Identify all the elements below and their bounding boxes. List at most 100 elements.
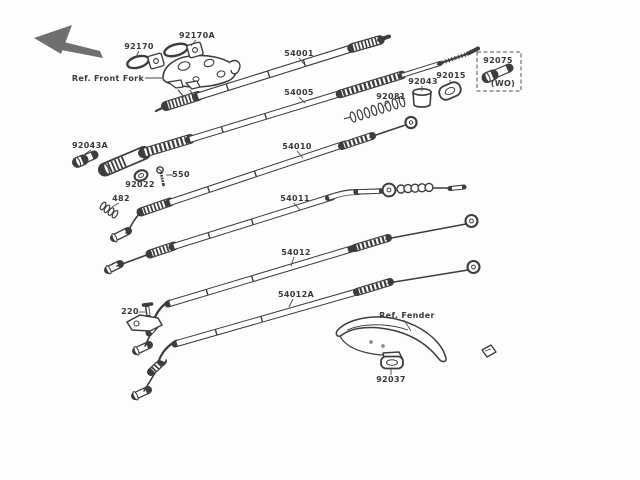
clamp-tab: [167, 79, 184, 89]
outer-casing: [192, 43, 360, 101]
label-54011: 54011: [280, 194, 310, 203]
ring-eyelet: [466, 259, 481, 275]
leader-54012A: [288, 298, 294, 308]
bracket-hole: [177, 61, 191, 71]
hatch-line: [189, 89, 195, 98]
clamp-tab: [185, 80, 201, 90]
label-482: 482: [112, 194, 130, 203]
fender-clip-line: [484, 348, 492, 352]
inner-wire-right: [385, 223, 467, 240]
front-fender: [335, 316, 497, 366]
barrel-tip: [132, 341, 153, 356]
leader-lines: [84, 39, 451, 375]
cable-54010: [110, 115, 418, 243]
leader-482: [111, 202, 120, 208]
outer-casing: [168, 188, 384, 251]
fender-outline: [335, 316, 447, 363]
label-ref-front-fork: Ref. Front Fork: [72, 74, 145, 83]
label-54012A: 54012A: [278, 290, 315, 299]
label-ref-fender: Ref. Fender: [379, 311, 435, 320]
clamp-92170: [126, 52, 165, 70]
elbow-ferrule: [138, 134, 195, 158]
inner-wire-right: [369, 124, 405, 138]
right-fitting: [351, 234, 392, 252]
ring-eyelet: [464, 213, 479, 229]
inner-wire-right: [387, 269, 469, 284]
cable-54001: [154, 34, 391, 113]
pin-92043A: [72, 150, 99, 168]
fender-rivet: [381, 344, 385, 348]
leader-92081: [383, 100, 390, 107]
leader-54012: [290, 256, 295, 267]
clamp-bracket-220: [126, 302, 163, 332]
label-92043A: 92043A: [72, 141, 109, 150]
end-nub: [377, 34, 391, 42]
label-92081: 92081: [376, 92, 406, 101]
front-fork-bracket: [126, 41, 241, 98]
label-54005: 54005: [284, 88, 314, 97]
bolt-shaft-hl: [146, 306, 150, 316]
washer-92022: [133, 169, 149, 182]
label-92170: 92170: [124, 42, 154, 51]
spring-482: [99, 201, 119, 219]
inner-wire: [143, 372, 156, 392]
label-54001: 54001: [284, 49, 314, 58]
adjuster-end: [397, 46, 480, 79]
clamp-92170A: [163, 41, 204, 59]
bracket-plate: [126, 314, 163, 332]
fender-clip: [481, 344, 497, 358]
barrel-tip: [131, 386, 152, 401]
fender-rivet: [369, 340, 373, 344]
cable-54011: [104, 182, 467, 275]
label-92015: 92015: [436, 71, 466, 80]
leader-54001: [298, 57, 305, 65]
right-ferrule: [347, 35, 385, 53]
outer-casing: [151, 243, 362, 329]
option-box-92075: [476, 51, 522, 92]
leader-ref-fender: [403, 319, 412, 332]
left-housing: [98, 146, 151, 177]
bolt-head: [141, 302, 154, 307]
cable-54012: [132, 213, 479, 356]
outer-casing: [157, 287, 364, 366]
label-550: 550: [172, 170, 190, 179]
cable-54012A: [131, 259, 481, 401]
leader-92043A: [84, 149, 92, 155]
label-92037: 92037: [376, 375, 406, 384]
dashed-option-box: [476, 51, 522, 92]
label-92170A: 92170A: [179, 31, 216, 40]
bracket-curl: [229, 59, 241, 75]
leader-54005: [298, 96, 306, 104]
label-92022: 92022: [125, 180, 155, 189]
leader-54010: [296, 150, 304, 159]
fender-inner-line: [346, 324, 409, 331]
ring-eyelet: [404, 115, 418, 130]
damper-92075: [481, 63, 514, 83]
clamp-92037: [380, 355, 404, 370]
label-92043: 92043: [408, 77, 438, 86]
label-54010: 54010: [282, 142, 312, 151]
bracket-hole: [133, 320, 140, 327]
cable-54005: [98, 46, 480, 177]
clamp-92015: [438, 81, 462, 101]
adjuster-assembly: [381, 182, 467, 198]
bracket-hole: [203, 58, 215, 68]
right-fitting: [353, 278, 394, 296]
outer-casing: [164, 140, 349, 207]
fender-lower-edge: [339, 335, 395, 356]
spring-92081: [343, 95, 406, 123]
screw-550: [156, 166, 165, 187]
leader-54011: [293, 202, 301, 211]
outer-casing: [184, 89, 346, 144]
label-92075-note: (WO): [491, 79, 515, 88]
cap-92043: [412, 88, 432, 108]
bracket-hole: [216, 70, 226, 78]
right-fitting: [338, 132, 376, 150]
leader-92170: [135, 50, 140, 58]
part-labels: 92170A 92170 Ref. Front Fork 54001 54005…: [72, 31, 515, 384]
direction-arrow-icon: [34, 25, 103, 58]
wound-section: [335, 70, 407, 99]
label-92075: 92075: [483, 56, 513, 65]
